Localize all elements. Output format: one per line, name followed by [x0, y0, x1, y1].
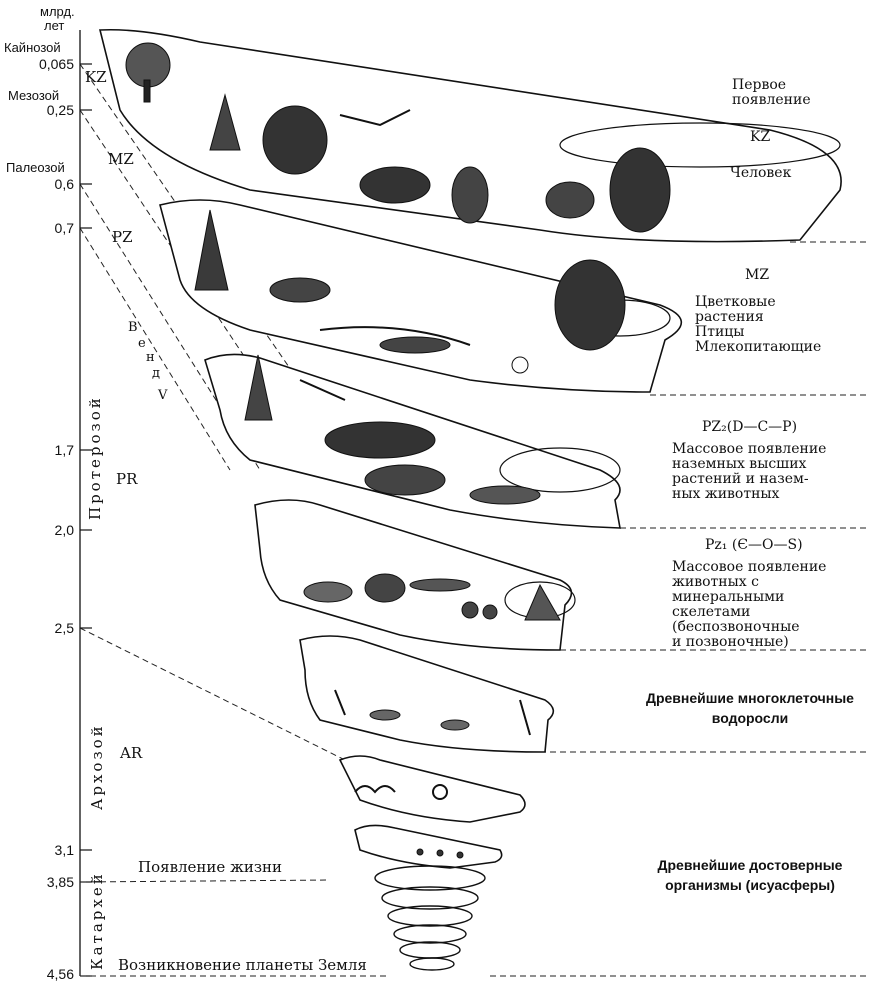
tick-07: 0,7 [14, 220, 74, 236]
note-pz2-text: Массовое появление наземных высших расте… [672, 442, 826, 502]
tick-17: 1,7 [14, 442, 74, 458]
band-archean-2 [355, 825, 502, 868]
note-pz1-title: Pz₁ (Є—O—S) [705, 538, 803, 553]
tick-25: 2,5 [14, 620, 74, 636]
vend-letter-2: е [138, 336, 146, 351]
code-ar: AR [120, 744, 142, 762]
band-proterozoic [300, 636, 553, 752]
code-kz: KZ [85, 68, 107, 86]
vend-letter-5: V [158, 388, 167, 403]
early-earth-helix [375, 866, 485, 970]
note-oldest-algae: Древнейшие многоклеточные водоросли [635, 688, 865, 728]
era-mesozoic-label: Мезозой [8, 88, 59, 103]
vend-letter-1: В [128, 320, 138, 335]
tick-31: 3,1 [14, 842, 74, 858]
note-kz-first-appearance: Первое появление [732, 78, 811, 108]
event-earth-origin: Возникновение планеты Земля [118, 956, 367, 974]
note-pz2-title: PZ₂(D—C—P) [702, 420, 797, 435]
vend-letter-4: д [152, 366, 160, 381]
tick-025: 0,25 [14, 102, 74, 118]
axis-unit-label-2: лет [44, 18, 64, 33]
tick-0065: 0,065 [14, 56, 74, 72]
tick-385: 3,85 [14, 874, 74, 890]
note-pz1-text: Массовое появление животных с минеральны… [672, 560, 869, 650]
note-kz-code: KZ [750, 130, 770, 145]
tick-06: 0,6 [14, 176, 74, 192]
code-mz: MZ [108, 150, 134, 168]
event-life-origin: Появление жизни [138, 858, 282, 876]
band-archean-1 [340, 756, 525, 822]
era-proterozoic-vertical: Протерозой [86, 395, 104, 520]
code-pz: PZ [112, 228, 133, 246]
note-mz-text: Цветковые растения Птицы Млекопитающие [695, 295, 821, 355]
vend-letter-3: н [146, 350, 155, 365]
note-oldest-organisms: Древнейшие достоверные организмы (исуасф… [635, 855, 865, 895]
axis-ticks [80, 64, 92, 976]
note-kz-human: Человек [730, 166, 791, 181]
band-paleozoic-early [255, 500, 571, 650]
note-mz-code: MZ [745, 268, 769, 283]
tick-20: 2,0 [14, 522, 74, 538]
era-archean-vertical: Архозой [88, 723, 106, 810]
era-paleozoic-label: Палеозой [6, 160, 65, 175]
axis-unit-label-1: млрд. [40, 4, 75, 19]
tick-456: 4,56 [14, 966, 74, 982]
era-cenozoic-label: Кайнозой [4, 40, 61, 55]
code-pr: PR [116, 470, 137, 488]
era-catarchean-vertical: Катархей [88, 871, 106, 970]
